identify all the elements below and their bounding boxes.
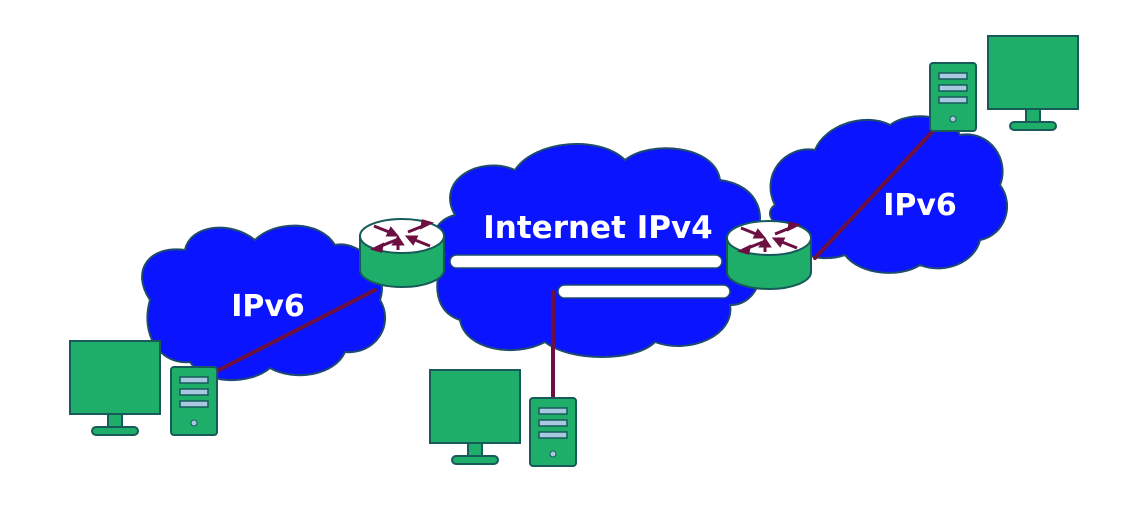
tunnel-lower <box>557 284 731 299</box>
links <box>213 116 947 400</box>
left-router <box>358 217 446 289</box>
monitor-icon <box>987 35 1079 131</box>
server-icon <box>929 62 977 132</box>
right-router <box>725 219 813 291</box>
server-icon <box>170 366 218 436</box>
right-workstation <box>929 35 1079 132</box>
tunnel-upper <box>449 254 723 269</box>
right-ipv6-cloud: IPv6 <box>769 115 1009 274</box>
right-host-link <box>813 116 947 260</box>
right-cloud-label: IPv6 <box>883 188 957 223</box>
monitor-icon <box>69 340 161 436</box>
router-icon <box>725 219 813 291</box>
left-ipv6-cloud: IPv6 <box>141 224 386 381</box>
left-cloud-label: IPv6 <box>231 289 305 324</box>
left-host-link <box>213 288 377 374</box>
internet-ipv4-cloud: Internet IPv4 <box>433 143 762 358</box>
monitor-icon <box>429 369 521 465</box>
router-icon <box>358 217 446 289</box>
center-cloud-label: Internet IPv4 <box>483 210 712 246</box>
server-icon <box>529 397 577 467</box>
